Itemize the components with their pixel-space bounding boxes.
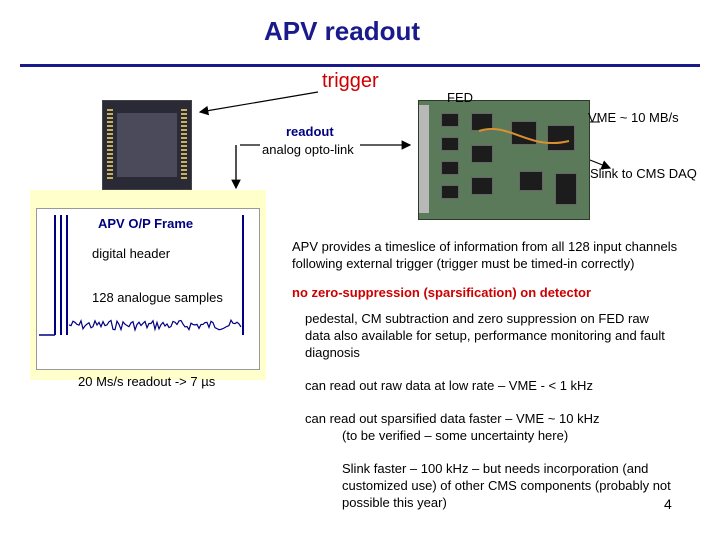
slide-title: APV readout bbox=[263, 16, 421, 46]
trigger-label: trigger bbox=[322, 70, 379, 92]
fed-chip bbox=[547, 125, 575, 151]
no-zero-suppression-text: no zero-suppression (sparsification) on … bbox=[292, 285, 592, 300]
fed-chip bbox=[519, 171, 543, 191]
chip-core bbox=[117, 113, 177, 177]
page-number: 4 bbox=[664, 496, 672, 512]
fed-chip bbox=[471, 145, 493, 163]
readout-label: readout bbox=[286, 124, 334, 139]
fed-label: FED bbox=[447, 90, 473, 105]
fed-chip bbox=[441, 161, 459, 175]
slink-faster-text: Slink faster – 100 kHz – but needs incor… bbox=[342, 461, 671, 510]
chip-pads-left bbox=[107, 109, 113, 181]
fed-chip bbox=[471, 177, 493, 195]
fed-chip bbox=[441, 185, 459, 199]
chip-pads-right bbox=[181, 109, 187, 181]
fed-cable bbox=[478, 128, 570, 144]
fed-front-panel bbox=[419, 105, 429, 213]
timeslice-text: APV provides a timeslice of information … bbox=[292, 239, 678, 271]
trigger-arrow bbox=[198, 91, 319, 116]
frame-trace bbox=[39, 215, 244, 336]
low-rate-text: can read out raw data at low rate – VME … bbox=[305, 378, 593, 393]
apv-chip-image bbox=[102, 100, 192, 190]
fed-chip bbox=[441, 113, 459, 127]
frame-title: APV O/P Frame bbox=[98, 216, 194, 231]
sparsified-subtext: (to be verified – some uncertainty here) bbox=[342, 428, 569, 443]
sparsified-text: can read out sparsified data faster – VM… bbox=[305, 411, 600, 426]
frame-trace-box bbox=[36, 208, 260, 370]
fed-chip bbox=[555, 173, 577, 205]
fed-board-image bbox=[418, 100, 590, 220]
trace-analogue-samples bbox=[68, 318, 242, 332]
slink-arrow bbox=[589, 159, 612, 170]
fed-chip bbox=[441, 137, 459, 151]
readout-rate-label: 20 Ms/s readout -> 7 µs bbox=[78, 374, 216, 389]
readout-sublabel: analog opto-link bbox=[262, 142, 354, 157]
pedestal-text: pedestal, CM subtraction and zero suppre… bbox=[305, 311, 665, 360]
digital-header-label: digital header bbox=[92, 246, 171, 261]
title-rule bbox=[20, 64, 700, 67]
slink-label: Slink to CMS DAQ bbox=[590, 166, 697, 181]
vme-rate-label: VME ~ 10 MB/s bbox=[588, 110, 679, 125]
analogue-samples-label: 128 analogue samples bbox=[92, 290, 223, 305]
